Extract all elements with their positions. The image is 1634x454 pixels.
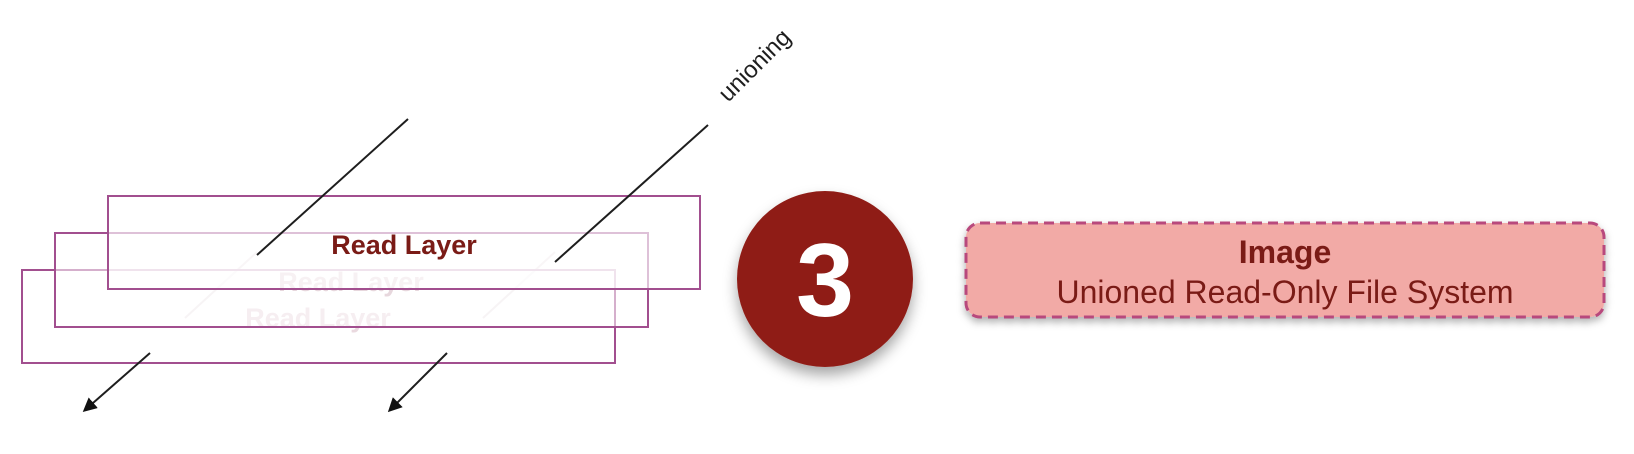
union-arrow-right (387, 352, 448, 413)
union-arrow-left (82, 352, 151, 412)
read-layer-front: Read Layer (107, 195, 701, 290)
read-layer-front-label: Read Layer (331, 230, 477, 260)
step-number-badge (737, 191, 913, 367)
image-box (964, 221, 1606, 319)
step-number: 3 (796, 223, 854, 339)
unioning-label: unioning (713, 24, 796, 107)
union-line-left-upper (256, 118, 409, 256)
image-box-subtitle: Unioned Read-Only File System (1056, 274, 1513, 310)
union-line-right-upper (554, 124, 709, 263)
image-box-title: Image (1239, 234, 1331, 270)
